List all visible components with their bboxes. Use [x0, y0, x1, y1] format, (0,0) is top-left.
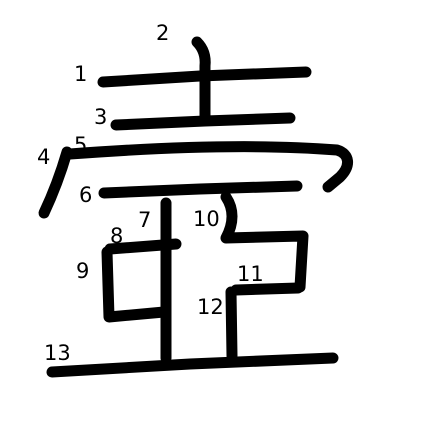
- stroke-number-9: 9: [76, 259, 89, 283]
- stroke-9: [101, 246, 170, 323]
- stroke-number-13: 13: [44, 341, 71, 365]
- stroke-number-8: 8: [110, 224, 123, 248]
- stroke-13: [46, 352, 339, 378]
- stroke-8: [104, 238, 182, 255]
- stroke-3: [110, 112, 296, 131]
- stroke-4: [38, 146, 73, 219]
- stroke-number-12: 12: [197, 295, 224, 319]
- stroke-number-3: 3: [94, 105, 107, 129]
- stroke-number-11: 11: [237, 262, 264, 286]
- stroke-number-6: 6: [79, 183, 92, 207]
- stroke-number-2: 2: [156, 21, 169, 45]
- stroke-2: [191, 36, 211, 126]
- stroke-6: [98, 180, 303, 199]
- stroke-5: [64, 141, 353, 193]
- stroke-10: [220, 191, 309, 293]
- stroke-11: [230, 282, 304, 296]
- stroke-number-7: 7: [138, 208, 151, 232]
- stroke-12: [225, 286, 238, 362]
- stroke-number-10: 10: [193, 207, 220, 231]
- stroke-number-5: 5: [74, 133, 87, 157]
- stroke-number-1: 1: [74, 62, 87, 86]
- stroke-number-4: 4: [37, 145, 50, 169]
